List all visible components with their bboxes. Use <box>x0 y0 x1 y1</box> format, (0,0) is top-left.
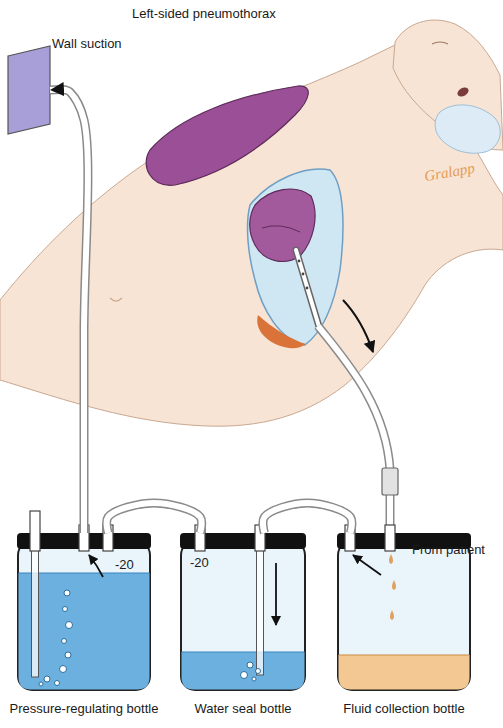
bottle-body <box>181 541 305 690</box>
bottle-port <box>345 525 355 551</box>
flow-arrow <box>353 555 381 575</box>
eye <box>432 42 448 44</box>
air-bubble <box>256 669 261 674</box>
flow-arrow <box>89 555 103 577</box>
fluid-drop <box>389 554 393 564</box>
pressure-value: -20 <box>115 557 134 573</box>
air-bubble <box>66 622 73 629</box>
air-bubble <box>39 682 43 686</box>
wall-suction: Wall suction <box>8 46 50 134</box>
tube-arrow <box>107 503 202 533</box>
liquid-surface <box>339 654 470 655</box>
bottle-body <box>338 541 470 690</box>
patient-tube <box>387 494 393 526</box>
flow-arrow <box>275 563 277 625</box>
mouth <box>456 86 470 99</box>
fluid-drop <box>390 610 394 620</box>
tube-label: From patient <box>412 542 485 558</box>
patient-tube <box>318 326 390 470</box>
patient-tube-outline <box>386 494 395 526</box>
bottle-body <box>18 541 150 690</box>
chest-tube-outline <box>296 250 320 330</box>
bottle-port <box>195 525 205 551</box>
air-bubble <box>65 652 71 658</box>
air-bubble <box>44 676 50 682</box>
node-label: Wall suction <box>52 36 122 52</box>
pleural-fluid <box>257 315 306 348</box>
inner-tube <box>257 547 264 675</box>
tube-arrow <box>50 90 88 533</box>
lung-fissure <box>262 226 300 232</box>
bottle-port <box>255 525 265 551</box>
bottle-port <box>385 525 395 551</box>
bottle-label: Fluid collection bottle <box>319 701 489 717</box>
tube-group <box>50 90 88 533</box>
inner-tube <box>32 547 39 677</box>
flow-arrow <box>343 300 373 352</box>
node-shape <box>8 46 50 134</box>
pressure-value: -20 <box>190 555 209 571</box>
air-bubble <box>247 662 253 668</box>
air-bubble <box>252 677 256 681</box>
tube-connector <box>50 90 88 533</box>
tube-core <box>50 90 88 533</box>
tube-hole <box>302 273 305 276</box>
tube-core <box>107 503 202 533</box>
tube-connector <box>382 468 398 495</box>
tube-connector <box>263 503 352 533</box>
collapsed-left-lung <box>250 189 315 261</box>
navel <box>110 298 122 301</box>
hair <box>435 105 500 153</box>
bottle-liquid <box>339 655 470 690</box>
bottle: -20Pressure-regulating bottle <box>17 533 151 691</box>
tube-group <box>263 503 352 533</box>
diagram-title: Left-sided pneumothorax <box>132 6 276 22</box>
node-shape <box>17 533 151 691</box>
bottle-liquid <box>182 652 305 690</box>
bottle-port <box>30 511 40 551</box>
air-bubble <box>55 681 60 686</box>
bottle-label: Water seal bottle <box>158 701 328 717</box>
tube-connector <box>107 503 202 533</box>
tube-hole <box>298 260 301 263</box>
tube-core <box>263 503 352 533</box>
patient-tube-outline <box>318 326 390 470</box>
bottle-port <box>79 525 89 551</box>
air-bubble <box>64 590 70 596</box>
wall-panel <box>8 46 50 134</box>
tube-group <box>107 503 202 533</box>
right-lung <box>146 86 308 185</box>
air-bubble <box>60 666 67 673</box>
bottle: -20Water seal bottle <box>180 533 306 691</box>
bottle-label: Pressure-regulating bottle <box>0 701 169 717</box>
fluid-drop <box>392 580 396 590</box>
chest-tube <box>296 250 320 330</box>
liquid-surface <box>182 651 305 652</box>
tube-hole <box>306 287 309 290</box>
air-bubble <box>63 607 68 612</box>
bottle-port <box>103 525 113 551</box>
tube-arrow <box>263 503 352 533</box>
air-bubble <box>241 672 248 679</box>
air-bubble <box>62 639 67 644</box>
